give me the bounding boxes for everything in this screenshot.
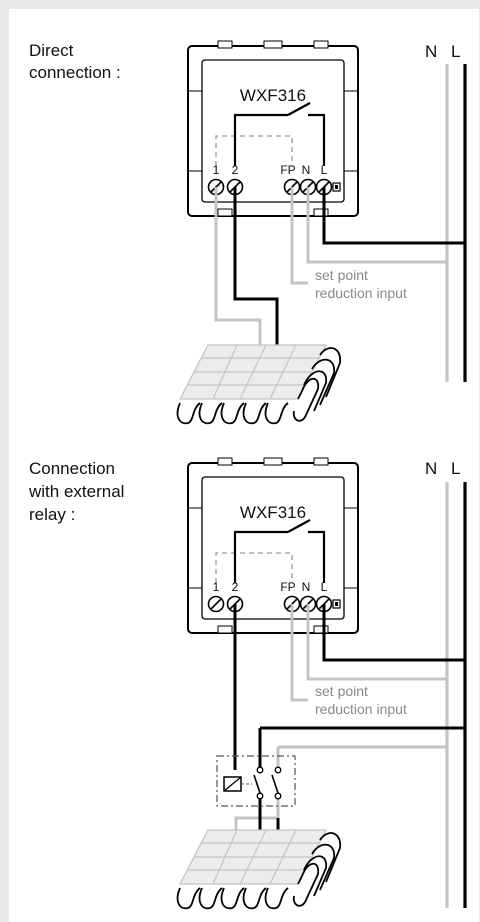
section-title-line: relay : bbox=[29, 505, 75, 524]
external-relay bbox=[216, 755, 296, 807]
live-wiring bbox=[233, 187, 465, 350]
neutral-wiring bbox=[234, 604, 447, 843]
thermostat-device: WXF316 1 2 FP N L bbox=[186, 456, 360, 635]
device-model-label: WXF316 bbox=[240, 503, 306, 522]
terminal-label-2: 2 bbox=[232, 163, 239, 177]
device-model-label: WXF316 bbox=[240, 86, 306, 105]
bus-label-n: N bbox=[425, 42, 437, 61]
section-title-line: connection : bbox=[29, 63, 121, 82]
section-title-line: Connection bbox=[29, 459, 115, 478]
annotation-line: reduction input bbox=[315, 701, 407, 717]
terminal-label-n: N bbox=[302, 580, 311, 594]
terminal-label-fp: FP bbox=[280, 580, 295, 594]
section-external-relay: Connection with external relay : N L WXF… bbox=[28, 456, 467, 910]
section-direct-connection: Direct connection : N L WXF316 1 2 FP N … bbox=[29, 39, 467, 425]
heating-element bbox=[176, 344, 342, 425]
annotation-line: reduction input bbox=[315, 285, 407, 301]
terminal-label-fp: FP bbox=[280, 163, 295, 177]
bus-label-l: L bbox=[451, 459, 460, 478]
annotation-line: set point bbox=[315, 267, 368, 283]
terminal-label-1: 1 bbox=[213, 580, 220, 594]
terminal-label-l: L bbox=[321, 163, 328, 177]
terminal-label-2: 2 bbox=[232, 580, 239, 594]
neutral-wiring bbox=[214, 187, 447, 350]
terminal-label-1: 1 bbox=[213, 163, 220, 177]
bus-label-n: N bbox=[425, 459, 437, 478]
section-title-line: with external bbox=[28, 482, 124, 501]
terminal-label-n: N bbox=[302, 163, 311, 177]
thermostat-device: WXF316 1 2 FP N L bbox=[186, 39, 360, 218]
live-wiring bbox=[233, 604, 465, 845]
heating-element bbox=[176, 829, 342, 910]
annotation-line: set point bbox=[315, 683, 368, 699]
terminal-label-l: L bbox=[321, 580, 328, 594]
bus-label-l: L bbox=[451, 42, 460, 61]
section-title-line: Direct bbox=[29, 41, 74, 60]
